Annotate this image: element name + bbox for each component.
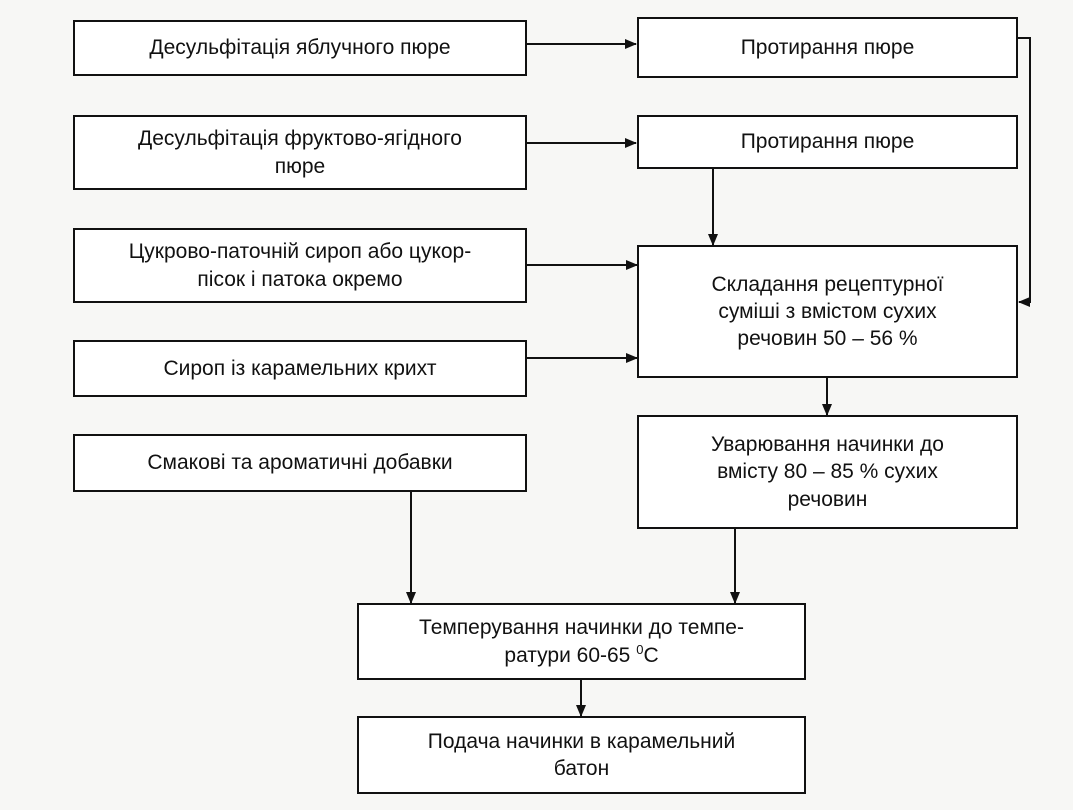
box-wipe-puree-2: Протирання пюре bbox=[637, 115, 1018, 169]
box-fruit-desulfitation: Десульфітація фруктово-ягідного пюре bbox=[73, 115, 527, 190]
box-flavor-additives: Смакові та ароматичні добавки bbox=[73, 434, 527, 492]
box-sugar-syrup: Цукрово-паточній сироп або цукор- пісок … bbox=[73, 228, 527, 303]
degree-superscript: 0 bbox=[636, 641, 644, 657]
box-recipe-mixing: Складання рецептурної суміші з вмістом с… bbox=[637, 245, 1018, 378]
box-tempering-label: Темперування начинки до темпе- ратури 60… bbox=[419, 614, 744, 669]
box-feed-to-batch-label: Подача начинки в карамельний батон bbox=[427, 729, 736, 780]
arrow-wipe1-to-mix bbox=[1017, 37, 1031, 307]
box-fruit-desulfitation-label: Десульфітація фруктово-ягідного пюре bbox=[138, 127, 462, 178]
box-apple-desulfitation-label: Десульфітація яблучного пюре bbox=[149, 36, 451, 60]
box-wipe-puree-2-label: Протирання пюре bbox=[740, 130, 915, 154]
tempering-line-2: ратури 60-65 bbox=[504, 643, 637, 667]
box-crumb-syrup-label: Сироп із карамельних крихт bbox=[163, 356, 437, 380]
box-crumb-syrup: Сироп із карамельних крихт bbox=[73, 340, 527, 397]
box-boiling-label: Уварювання начинки до вмісту 80 – 85 % с… bbox=[711, 433, 944, 511]
box-recipe-mixing-label: Складання рецептурної суміші з вмістом с… bbox=[711, 272, 944, 351]
box-tempering: Темперування начинки до темпе- ратури 60… bbox=[357, 603, 806, 680]
tempering-line-1: Темперування начинки до темпе- bbox=[419, 616, 744, 640]
box-feed-to-batch: Подача начинки в карамельний батон bbox=[357, 716, 806, 794]
box-wipe-puree-1: Протирання пюре bbox=[637, 17, 1018, 78]
box-boiling: Уварювання начинки до вмісту 80 – 85 % с… bbox=[637, 415, 1018, 529]
box-flavor-additives-label: Смакові та ароматичні добавки bbox=[147, 451, 453, 475]
box-apple-desulfitation: Десульфітація яблучного пюре bbox=[73, 20, 527, 76]
box-wipe-puree-1-label: Протирання пюре bbox=[740, 35, 915, 59]
box-sugar-syrup-label: Цукрово-паточній сироп або цукор- пісок … bbox=[128, 240, 472, 291]
tempering-unit: С bbox=[643, 643, 659, 667]
